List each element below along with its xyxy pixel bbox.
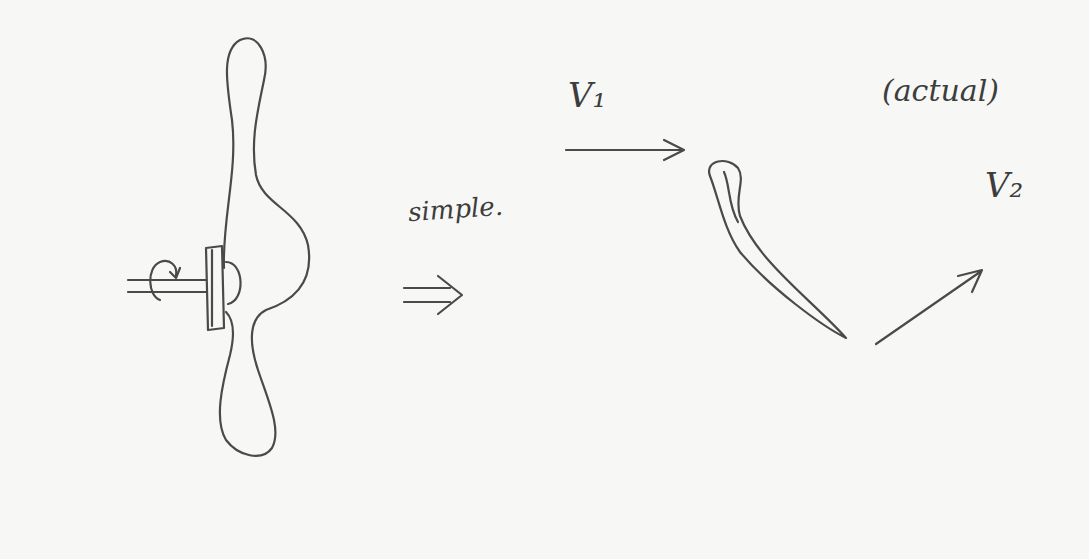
rotation-arrowhead xyxy=(170,268,180,278)
blade-section xyxy=(709,161,846,338)
annotation-text: simple. xyxy=(407,193,504,226)
velocity-label: V₂ xyxy=(985,168,1023,202)
propeller-blades xyxy=(220,38,309,455)
rotation-arrow xyxy=(150,261,176,300)
double-arrow xyxy=(404,276,462,314)
blade-camber xyxy=(724,172,738,222)
inflow-arrow xyxy=(566,140,684,160)
back-plate-inner xyxy=(211,250,213,326)
back-plate xyxy=(206,246,224,330)
shaft xyxy=(128,280,206,292)
hub-ring xyxy=(226,262,241,304)
annotation-text: (actual) xyxy=(882,76,999,106)
outflow-arrow xyxy=(876,270,982,344)
velocity-label: V₁ xyxy=(568,78,606,112)
